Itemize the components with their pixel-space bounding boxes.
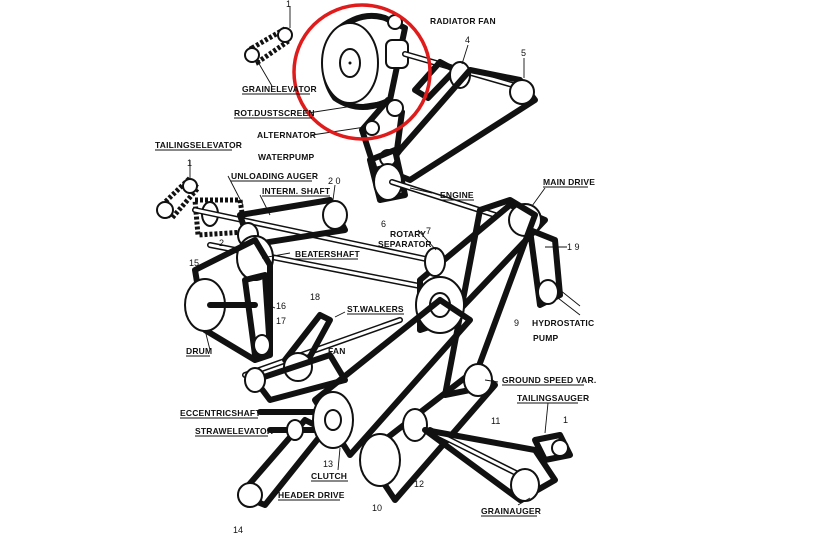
label-interm-shaft: INTERM. SHAFT (262, 186, 331, 196)
number-8: 8 (455, 330, 460, 340)
number-17: 17 (276, 316, 286, 326)
label-ground-speed-var: GROUND SPEED VAR. (502, 375, 596, 385)
hydrostatic-pump-belt (527, 227, 581, 316)
label-hydrostatic: HYDROSTATIC (532, 318, 594, 328)
label-grainauger: GRAINAUGER (481, 506, 541, 516)
number-2: 2 (219, 238, 224, 248)
number-15: 15 (189, 258, 199, 268)
label-waterpump: WATERPUMP (258, 152, 315, 162)
label-fan: FAN (328, 346, 346, 356)
label-strawelevator: STRAWELEVATOR (195, 426, 273, 436)
number-1-grain-elevator: 1 (286, 0, 291, 9)
number-13: 13 (323, 459, 333, 469)
number-6: 6 (381, 219, 386, 229)
number-18: 18 (310, 292, 320, 302)
label-header-drive: HEADER DRIVE (278, 490, 345, 500)
number-16: 16 (276, 301, 286, 311)
label-separator: SEPARATOR (378, 239, 432, 249)
number-11: 11 (491, 416, 500, 426)
label-eccentricshaft: ECCENTRICSHAFT (180, 408, 261, 418)
number-14: 14 (233, 525, 243, 535)
label-tailings-elevator: TAILINGSELEVATOR (155, 140, 242, 150)
number-1-tailings: 1 (187, 158, 192, 168)
augers (422, 402, 573, 506)
number-19: 1 9 (567, 242, 580, 252)
radiator-fan-assembly (321, 12, 533, 110)
grain-elevator-chain (244, 6, 294, 87)
ground-speed-drive (359, 363, 499, 503)
number-9: 9 (514, 318, 519, 328)
label-engine: ENGINE (440, 190, 474, 200)
label-rotary: ROTARY (390, 229, 426, 239)
label-grain-elevator: GRAINELEVATOR (242, 84, 317, 94)
label-rot-dustscreen: ROT.DUSTSCREEN (234, 108, 315, 118)
number-1-auger: 1 (563, 415, 568, 425)
label-tailingsauger: TAILINGSAUGER (517, 393, 589, 403)
label-unloading-auger: UNLOADING AUGER (231, 171, 318, 181)
number-12: 12 (414, 479, 424, 489)
number-7: 7 (426, 226, 431, 236)
clutch-pulley (312, 297, 473, 471)
label-drum: DRUM (186, 346, 212, 356)
number-20: 2 0 (328, 176, 341, 186)
belt-16-17 (242, 272, 276, 358)
straw-walkers-fan (242, 311, 403, 403)
label-pump: PUMP (533, 333, 558, 343)
label-clutch: CLUTCH (311, 471, 347, 481)
label-main-drive: MAIN DRIVE (543, 177, 595, 187)
intermediate-shaft (192, 175, 443, 265)
label-st-walkers: ST.WALKERS (347, 304, 404, 314)
number-5: 5 (521, 48, 526, 58)
number-10: 10 (372, 503, 382, 513)
highlight-circle (292, 3, 432, 141)
label-radiator-fan: RADIATOR FAN (430, 16, 496, 26)
label-beatershaft: BEATERSHAFT (295, 249, 360, 259)
label-underlines (155, 93, 588, 517)
main-drive-belt (415, 187, 548, 398)
number-4: 4 (465, 35, 470, 45)
label-alternator: ALTERNATOR (257, 130, 316, 140)
